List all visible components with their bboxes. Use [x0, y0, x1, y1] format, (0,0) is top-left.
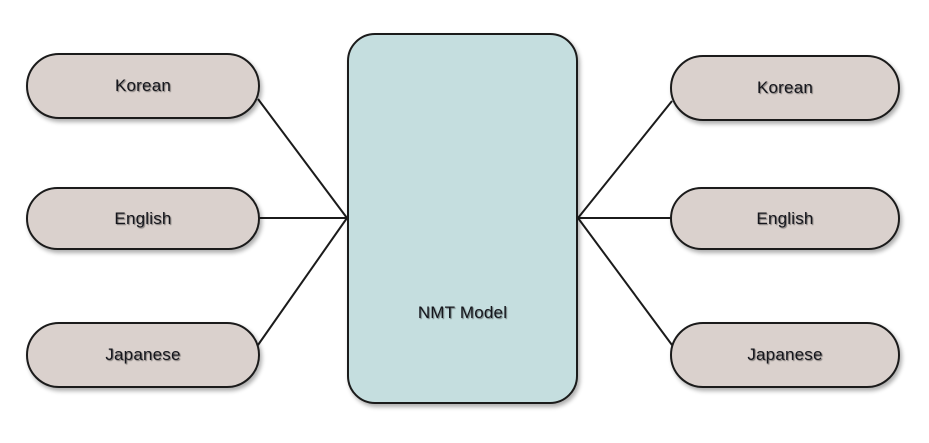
- source-node-korean-label: Korean: [114, 76, 172, 95]
- nmt-model-label: NMT Model: [417, 303, 508, 322]
- source-node-japanese[interactable]: Japanese: [26, 322, 260, 388]
- target-node-korean-label: Korean: [756, 78, 814, 97]
- target-node-english-label: English: [756, 208, 814, 228]
- source-node-japanese-label: Japanese: [105, 345, 181, 364]
- target-node-english[interactable]: English: [670, 187, 900, 250]
- target-node-korean[interactable]: Korean: [670, 55, 900, 121]
- source-node-english[interactable]: English: [26, 187, 260, 250]
- edge-source-korean: [257, 98, 348, 219]
- target-node-japanese-label: Japanese: [747, 345, 823, 364]
- source-node-korean[interactable]: Korean: [26, 53, 260, 119]
- target-node-japanese[interactable]: Japanese: [670, 322, 900, 388]
- nmt-model-node[interactable]: NMT Model: [347, 33, 578, 404]
- edge-source-japanese: [257, 217, 348, 346]
- edge-target-japanese: [577, 217, 673, 346]
- source-node-english-label: English: [114, 208, 172, 228]
- edge-target-korean: [577, 100, 673, 219]
